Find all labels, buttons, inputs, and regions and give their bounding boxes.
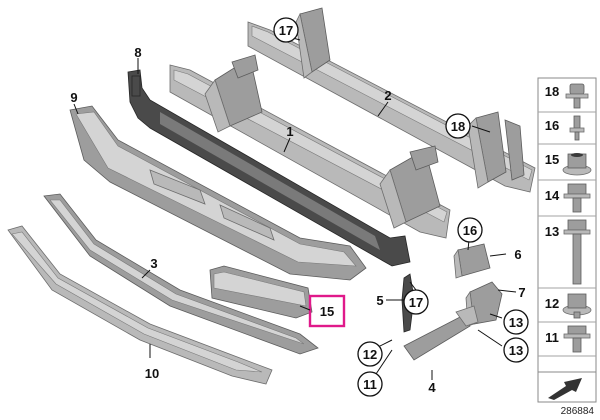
- callout-18: 17: [409, 295, 423, 310]
- legend-label-16: 16: [545, 118, 559, 133]
- callout-17-highlight[interactable]: 15: [299, 294, 346, 328]
- flange-nut-icon: [562, 153, 592, 176]
- callout-2: 2: [384, 88, 391, 103]
- callout-7: 7: [518, 285, 525, 300]
- stud-pin-icon: [569, 115, 585, 141]
- callout-13b: 13: [509, 343, 523, 358]
- highlight-box: [308, 294, 346, 328]
- part-14-bracket[interactable]: [453, 243, 491, 279]
- bolt-with-washer-icon: [565, 83, 589, 109]
- document-id: 286884: [561, 406, 595, 417]
- callout-12-bubble: [357, 341, 383, 367]
- callout-13a: 13: [509, 315, 523, 330]
- callout-17: 15: [320, 304, 334, 319]
- part-3-lower-trim-strip[interactable]: [43, 193, 319, 355]
- callout-11: 11: [363, 377, 377, 392]
- legend-label-11: 11: [545, 330, 559, 345]
- part-4-support-strut[interactable]: [403, 305, 479, 361]
- direction-arrow-icon: [548, 378, 582, 400]
- collar-nut-icon: [562, 293, 592, 319]
- leader-lines: [73, 35, 517, 381]
- callout-12: 12: [363, 347, 377, 362]
- long-bolt-icon: [563, 219, 591, 285]
- callout-15: 17: [279, 23, 293, 38]
- legend-label-18: 18: [545, 84, 559, 99]
- legend-label-15: 15: [545, 152, 559, 167]
- callout-3: 3: [150, 256, 157, 271]
- hex-bolt-icon: [563, 183, 591, 213]
- callout-8: 8: [134, 45, 141, 60]
- short-bolt-icon: [563, 325, 591, 353]
- callout-6: 6: [514, 247, 521, 262]
- callout-15-bubble: [273, 17, 299, 43]
- legend-label-12: 12: [545, 296, 559, 311]
- callout-16-bubble: [445, 113, 471, 139]
- callout-5: 5: [376, 293, 383, 308]
- callout-labels: 8 9 1 2 3 10 6 7 5 4: [70, 45, 525, 395]
- part-8-lattice-carrier[interactable]: [127, 69, 411, 267]
- circled-callouts: 17 18 16 17 13 13 12 11: [273, 17, 529, 397]
- callout-18-bubble: [403, 289, 429, 315]
- callout-10: 10: [145, 366, 159, 381]
- part-17-absorber-insert[interactable]: [209, 265, 313, 319]
- callout-16: 18: [451, 119, 465, 134]
- callout-9: 9: [70, 90, 77, 105]
- part-9-energy-absorber[interactable]: [69, 105, 367, 281]
- callout-14-bubble: [457, 217, 483, 243]
- hardware-legend: 18 16 15 14 13 12: [537, 77, 597, 375]
- part-10-spoiler-lip[interactable]: [7, 225, 273, 385]
- legend-label-14: 14: [545, 188, 560, 203]
- callout-4: 4: [428, 380, 436, 395]
- callout-11-bubble: [357, 371, 383, 397]
- callout-13a-bubble: [503, 309, 529, 335]
- legend-label-13: 13: [545, 224, 559, 239]
- callout-14: 16: [463, 223, 477, 238]
- callout-13b-bubble: [503, 337, 529, 363]
- part-2-carrier-beam[interactable]: [247, 7, 536, 193]
- callout-1: 1: [286, 124, 293, 139]
- part-1-bumper-beam[interactable]: [169, 54, 451, 239]
- direction-arrow-box: [537, 371, 597, 403]
